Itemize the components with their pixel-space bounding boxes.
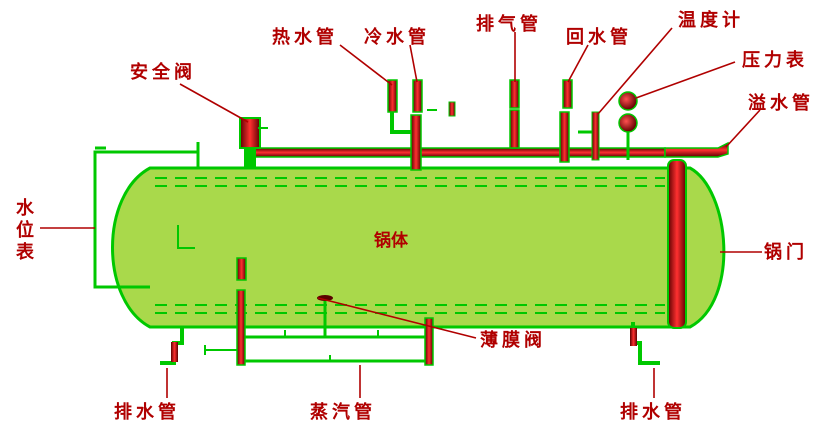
exhaust-pipe-down bbox=[509, 109, 520, 149]
safety-valve-stem bbox=[244, 148, 256, 168]
hot-water-pipe-elbow bbox=[390, 112, 412, 134]
return-water-pipe-stub bbox=[562, 79, 573, 109]
leader-diaphragm bbox=[317, 297, 477, 339]
leader-safety-valve bbox=[179, 83, 249, 123]
leader-pressure-gauge bbox=[635, 61, 736, 99]
exhaust-pipe-stub bbox=[509, 79, 520, 109]
boiler-tank bbox=[111, 166, 726, 329]
leader-return-water bbox=[567, 44, 589, 83]
leader-cold-water bbox=[409, 44, 418, 83]
label-thermometer: 温度计 bbox=[678, 9, 744, 31]
label-boiler-door: 锅门 bbox=[764, 241, 808, 263]
leader-overflow bbox=[725, 109, 761, 148]
overflow-pipe bbox=[664, 141, 729, 158]
cold-water-pipe-down bbox=[410, 114, 422, 171]
label-hot-water-pipe: 热水管 bbox=[272, 26, 338, 48]
left-drain-pipe-fill bbox=[171, 342, 178, 362]
water-level-gauge bbox=[93, 142, 200, 289]
mid-valve bbox=[448, 101, 456, 117]
label-drain-pipe-right: 排水管 bbox=[620, 401, 686, 423]
label-overflow-pipe: 溢水管 bbox=[748, 92, 814, 114]
steam-pipe-left-leg bbox=[236, 289, 246, 366]
safety-valve-body bbox=[239, 117, 261, 149]
leader-hot-water bbox=[339, 44, 393, 86]
label-water-level-2: 位 bbox=[16, 219, 34, 241]
label-steam-pipe: 蒸汽管 bbox=[310, 401, 376, 423]
thermometer-stem bbox=[591, 111, 600, 161]
cold-water-pipe-stub bbox=[412, 79, 423, 113]
label-boiler-body: 锅体 bbox=[374, 230, 409, 251]
pressure-gauge-dial-2 bbox=[618, 113, 638, 133]
steam-pipe-right-leg bbox=[424, 317, 434, 366]
label-pressure-gauge: 压力表 bbox=[742, 49, 808, 71]
label-diaphragm-valve: 薄膜阀 bbox=[480, 329, 546, 351]
label-return-water-pipe: 回水管 bbox=[566, 26, 632, 48]
label-drain-pipe-left: 排水管 bbox=[114, 401, 180, 423]
inner-riser-pipe bbox=[236, 257, 247, 281]
return-water-pipe-down bbox=[559, 111, 570, 163]
hot-water-pipe-stub bbox=[387, 79, 398, 113]
boiler-door-bar bbox=[667, 159, 687, 329]
label-water-level-1: 水 bbox=[16, 197, 35, 219]
label-exhaust-pipe: 排气管 bbox=[476, 13, 542, 35]
leader-thermometer bbox=[597, 27, 673, 115]
label-safety-valve: 安全阀 bbox=[130, 61, 196, 83]
label-water-level-3: 表 bbox=[16, 241, 35, 263]
right-drain-pipe-fill bbox=[630, 328, 637, 346]
pressure-gauge-dial bbox=[618, 91, 638, 111]
inner-marker bbox=[177, 225, 195, 249]
top-main-pipe bbox=[254, 147, 666, 158]
label-cold-water-pipe: 冷水管 bbox=[364, 26, 430, 48]
